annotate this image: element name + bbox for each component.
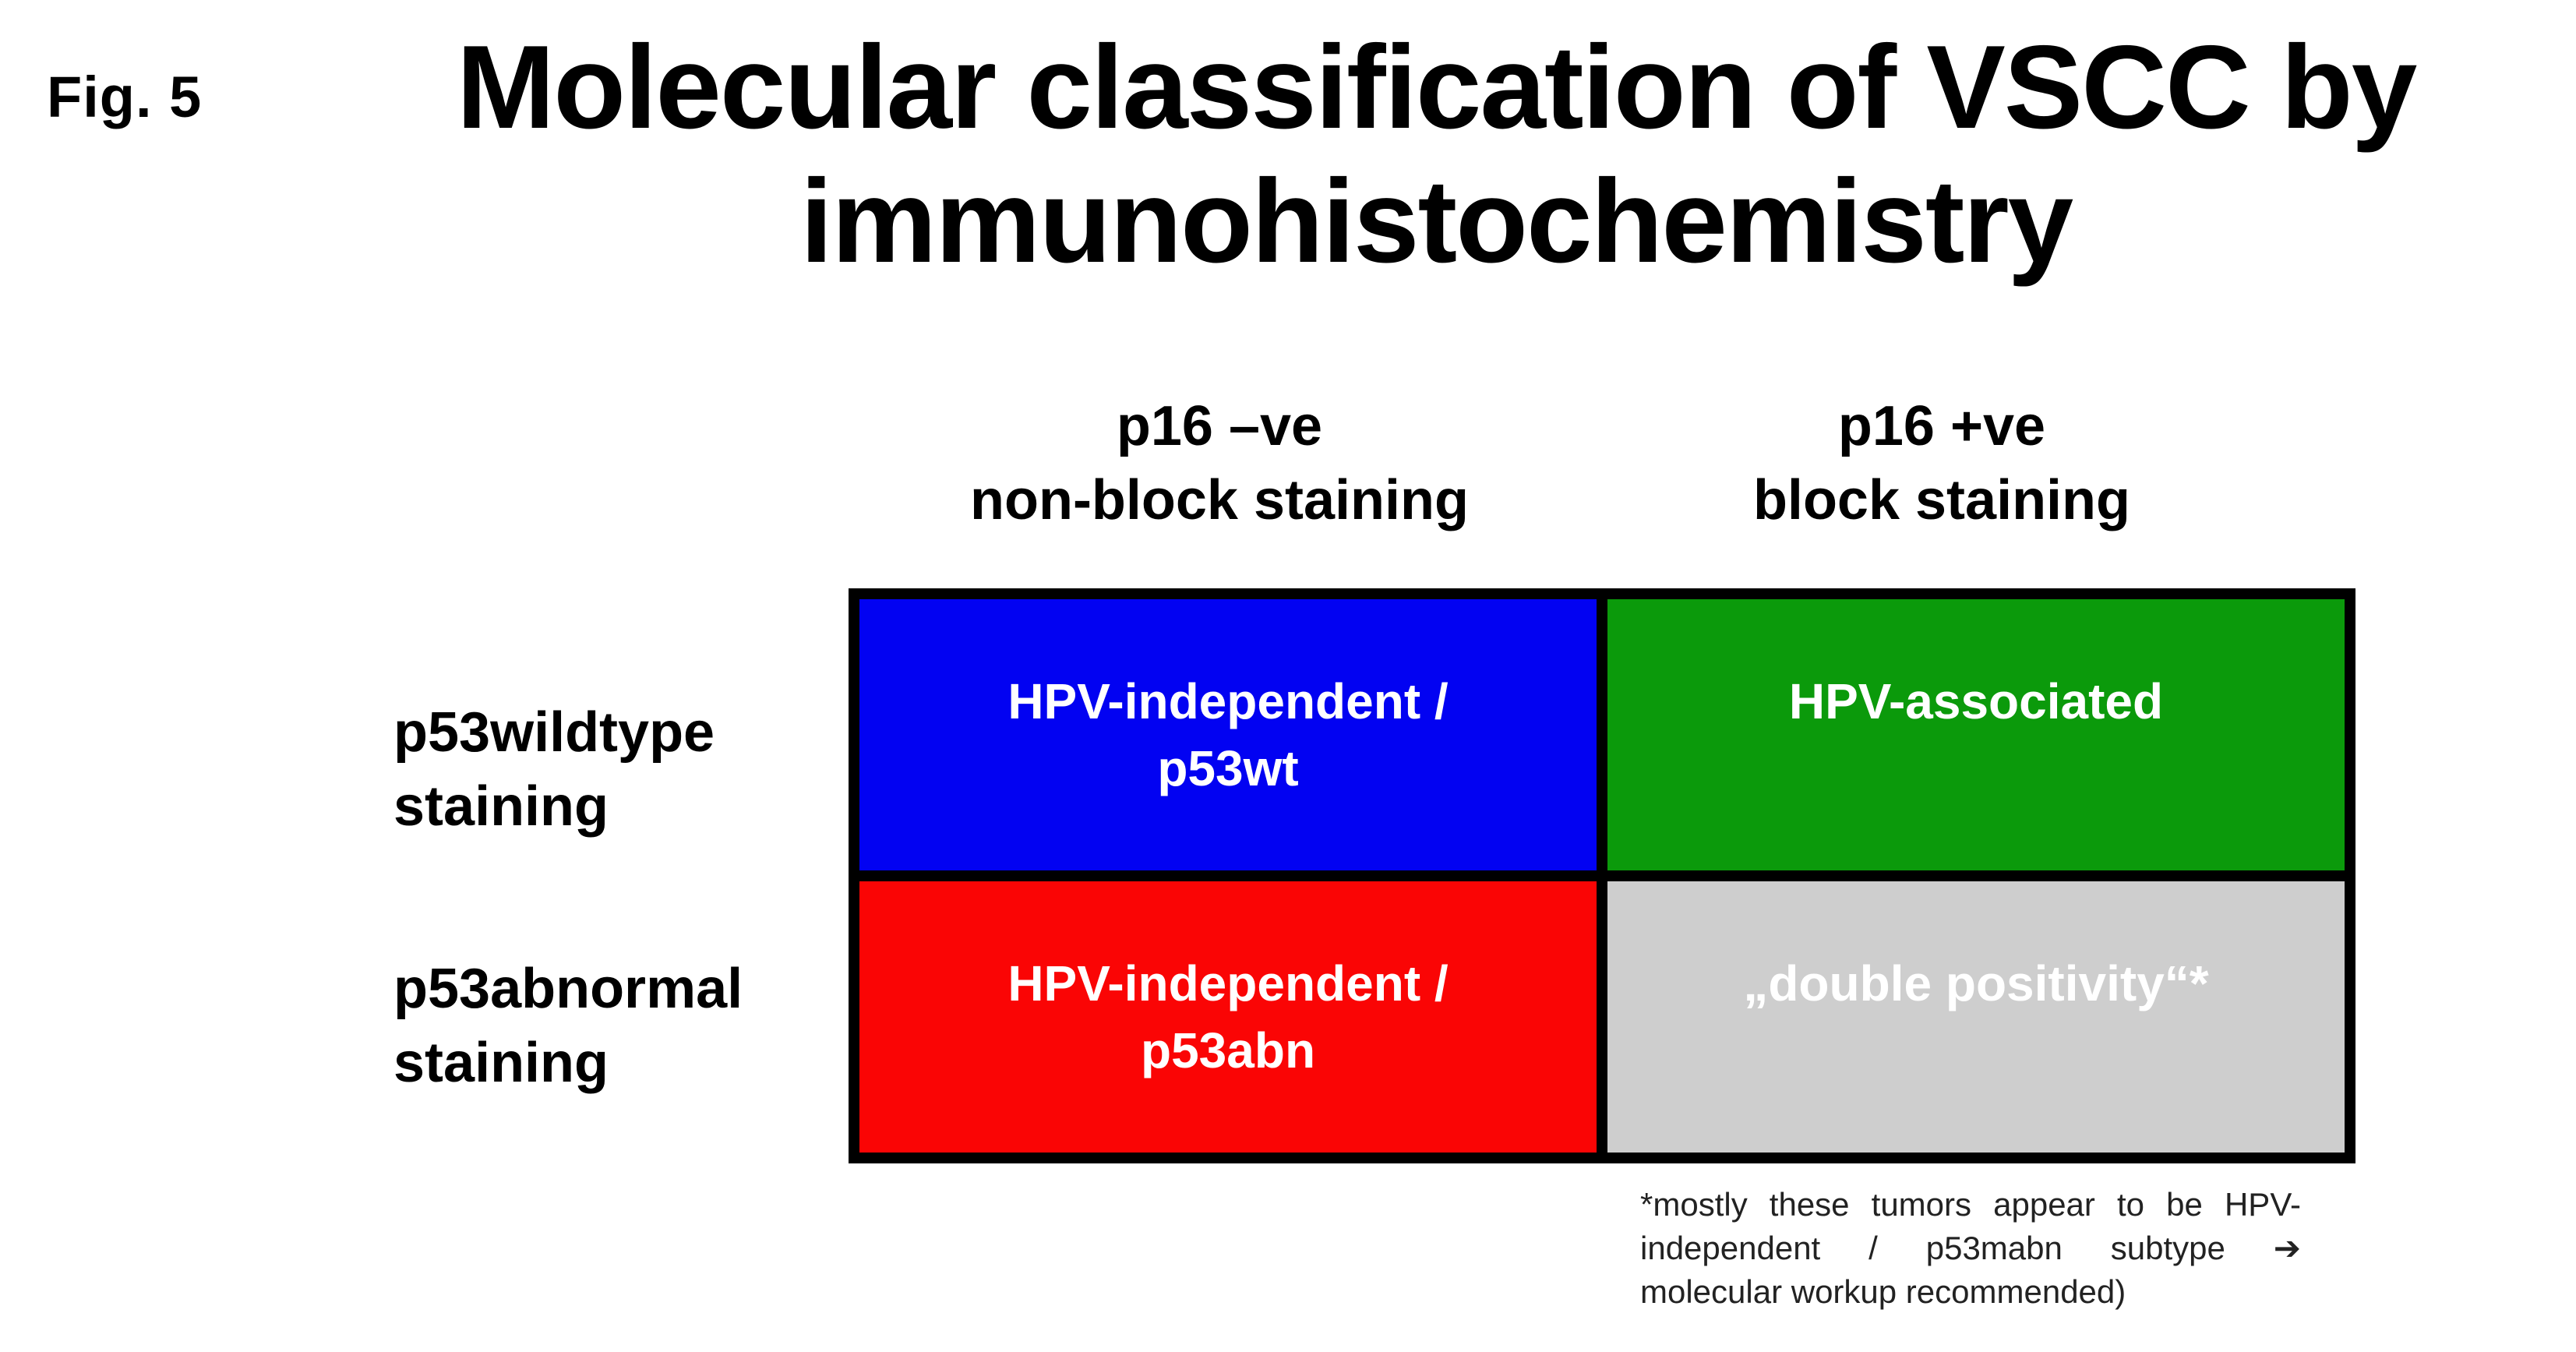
footnote: *mostly these tumors appear to be HPV- i…	[1640, 1183, 2301, 1314]
cell-hpv-associated-label: HPV-associated	[1789, 668, 2163, 802]
cell-hpv-independent-p53wt-label: HPV-independent / p53wt	[1007, 668, 1448, 802]
footnote-line2: independent / p53mabn subtype ➔	[1640, 1230, 2301, 1266]
classification-matrix: HPV-independent / p53wt HPV-associated H…	[849, 588, 2355, 1163]
cell-text-line: p53abn	[1140, 1022, 1316, 1078]
column-header-p16-negative-line2: non-block staining	[970, 469, 1469, 531]
figure-title-line1: Molecular classification of VSCC by	[456, 21, 2418, 154]
row-header-p53wildtype-line1: p53wildtype	[393, 701, 715, 764]
cell-hpv-independent-p53abn: HPV-independent / p53abn	[859, 881, 1597, 1153]
cell-hpv-independent-p53abn-label: HPV-independent / p53abn	[1007, 950, 1448, 1084]
column-header-p16-positive: p16 +ve block staining	[1568, 390, 2316, 538]
cell-text-line: HPV-associated	[1788, 673, 2164, 729]
cell-hpv-associated: HPV-associated	[1607, 599, 2345, 870]
footnote-line1: *mostly these tumors appear to be HPV-	[1640, 1186, 2301, 1223]
row-header-p53wildtype-line2: staining	[393, 775, 609, 838]
row-header-p53abnormal-line1: p53abnormal	[393, 958, 743, 1020]
cell-text-line: „double positivity“*	[1743, 955, 2209, 1011]
cell-double-positivity-label: „double positivity“*	[1743, 950, 2208, 1084]
row-header-p53abnormal-line2: staining	[393, 1032, 609, 1094]
figure-title: Molecular classification of VSCC by immu…	[296, 20, 2576, 288]
row-header-p53wildtype: p53wildtype staining	[393, 696, 830, 844]
row-header-p53abnormal: p53abnormal staining	[393, 952, 830, 1100]
column-header-p16-positive-line2: block staining	[1752, 469, 2131, 531]
cell-text-line: p53wt	[1157, 740, 1299, 796]
column-header-p16-positive-line1: p16 +ve	[1837, 395, 2046, 457]
cell-double-positivity: „double positivity“*	[1607, 881, 2345, 1153]
cell-text-line: HPV-independent /	[1007, 673, 1449, 729]
footnote-line3: molecular workup recommended)	[1640, 1273, 2126, 1310]
figure-number-label: Fig. 5	[47, 65, 203, 129]
cell-hpv-independent-p53wt: HPV-independent / p53wt	[859, 599, 1597, 870]
column-header-p16-negative-line1: p16 –ve	[1116, 395, 1323, 457]
cell-text-line: HPV-independent /	[1007, 955, 1449, 1011]
column-header-p16-negative: p16 –ve non-block staining	[845, 390, 1593, 538]
figure-title-line2: immunohistochemistry	[799, 155, 2073, 288]
